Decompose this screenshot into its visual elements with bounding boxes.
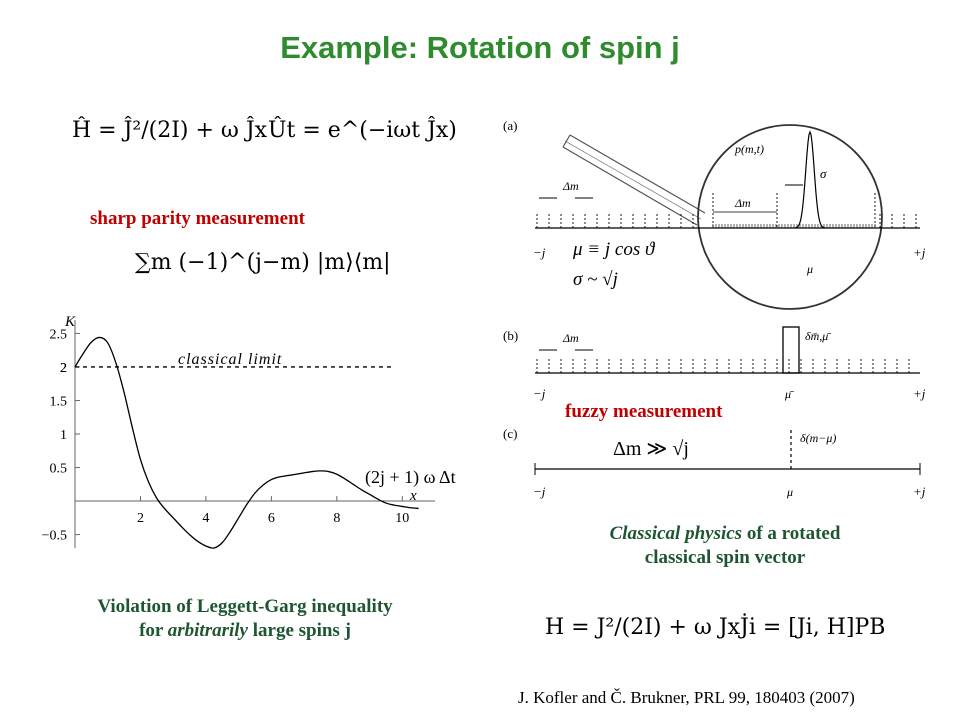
x-tick-label: 6 bbox=[268, 511, 275, 526]
ticks-a bbox=[536, 193, 917, 228]
fuzzy-condition: Δm ≫ √j bbox=[613, 438, 689, 460]
violation-caption-line2: for arbitrarily large spins j bbox=[40, 619, 450, 643]
leggett-garg-chart: −0.5 0.5 1 1.5 2 2.5 2 2 4 6 8 10 K x classical li… bbox=[42, 314, 456, 549]
page-title: Example: Rotation of spin j bbox=[280, 30, 680, 65]
y-tick-label: 2.5 bbox=[50, 327, 68, 342]
fuzzy-measurement-label: fuzzy measurement bbox=[565, 401, 723, 422]
y-axis-label: K bbox=[64, 314, 76, 330]
violation-caption: Violation of Leggett-Garg inequality for… bbox=[40, 595, 450, 643]
unitary-equation: Ût = e^(−iωt Ĵx) bbox=[268, 118, 457, 143]
classical-em: Classical physics bbox=[609, 523, 743, 544]
mu-bar-label: μ̄ bbox=[784, 387, 794, 401]
plus-j-label-a: +j bbox=[913, 245, 926, 260]
kronecker-bar bbox=[782, 326, 800, 374]
measurement-diagram: (a) −j +j Δm Δm p(m,t) σ μ μ ≡ j cos ϑ σ… bbox=[503, 118, 926, 499]
y-tick-label: −0.5 bbox=[42, 529, 67, 544]
minus-j-label-c: −j bbox=[533, 484, 546, 499]
mu-label-a: μ bbox=[806, 262, 813, 276]
panel-a: (a) −j +j Δm Δm p(m,t) σ μ μ ≡ j cos ϑ σ… bbox=[503, 118, 926, 310]
x-axis-label: x bbox=[409, 488, 417, 504]
k-curve bbox=[74, 336, 419, 549]
delta-m-label-b: Δm bbox=[562, 331, 579, 345]
magnifier-handle-mid bbox=[564, 140, 702, 220]
classical-hamiltonian-equation: H = J²/(2I) + ω Jx bbox=[545, 615, 741, 640]
reference-citation: J. Kofler and Č. Brukner, PRL 99, 180403… bbox=[518, 688, 855, 707]
x-ticks: 2 4 6 8 10 bbox=[137, 496, 409, 526]
sigma-definition: σ ~ √j bbox=[573, 269, 618, 290]
x-tick-label: 2 bbox=[137, 511, 144, 526]
dirac-delta-label: δ(m−μ) bbox=[800, 431, 836, 445]
minus-j-label-b: −j bbox=[533, 386, 546, 401]
mu-definition: μ ≡ j cos ϑ bbox=[572, 239, 656, 260]
magnifier-lens bbox=[697, 124, 883, 310]
violation-post: large spins j bbox=[247, 620, 351, 641]
magnifier-handle-bottom bbox=[562, 146, 698, 226]
quantum-hamiltonian-equation: Ĥ = Ĵ²/(2I) + ω Ĵx bbox=[72, 118, 268, 143]
magnifier-handle-top bbox=[569, 134, 706, 214]
gaussian-peak bbox=[794, 130, 826, 229]
classical-caption-line1: Classical physics of a rotated bbox=[520, 522, 930, 546]
mu-label-c: μ bbox=[786, 485, 793, 499]
sharp-measurement-label: sharp parity measurement bbox=[90, 208, 305, 229]
y-tick-label: 1 bbox=[60, 428, 67, 443]
magnifier-handle-end bbox=[562, 134, 571, 148]
classical-limit-label: classical limit bbox=[178, 351, 282, 368]
violation-em: arbitrarily bbox=[167, 620, 248, 641]
kronecker-label: δm̄,μ̄ bbox=[805, 329, 831, 343]
y-tick-label: 1.5 bbox=[50, 394, 68, 409]
panel-a-label: (a) bbox=[503, 118, 517, 133]
y-tick-label: 2 bbox=[60, 361, 67, 376]
violation-caption-line1: Violation of Leggett-Garg inequality bbox=[97, 596, 393, 617]
panel-c: (c) δ(m−μ) Δm ≫ √j −j μ +j bbox=[503, 426, 926, 499]
panel-c-label: (c) bbox=[503, 426, 517, 441]
plus-j-label-c: +j bbox=[913, 484, 926, 499]
parity-operator-equation: ∑m (−1)^(j−m) |m⟩⟨m| bbox=[135, 250, 391, 275]
panel-b: (b) δm̄,μ̄ Δm −j μ̄ +j bbox=[503, 326, 926, 401]
y-tick-label: 0.5 bbox=[50, 462, 68, 477]
x-tick-label: 4 bbox=[202, 511, 209, 526]
delta-m-label-zoom: Δm bbox=[734, 196, 751, 210]
classical-post: of a rotated bbox=[742, 523, 841, 544]
minus-j-label-a: −j bbox=[533, 245, 546, 260]
panel-b-label: (b) bbox=[503, 328, 518, 343]
plus-j-label-b: +j bbox=[913, 386, 926, 401]
violation-pre: for bbox=[139, 620, 168, 641]
classical-caption-line2: classical spin vector bbox=[644, 547, 806, 568]
x-annotation: (2j + 1) ω Δt bbox=[365, 467, 456, 488]
delta-m-label-a: Δm bbox=[562, 179, 579, 193]
x-tick-label: 8 bbox=[333, 511, 340, 526]
poisson-equation: J̇i = [Ji, H]PB bbox=[740, 615, 886, 640]
classical-caption: Classical physics of a rotated classical… bbox=[520, 522, 930, 570]
sigma-label: σ bbox=[820, 166, 827, 181]
x-tick-label: 10 bbox=[395, 511, 409, 526]
p-mt-label: p(m,t) bbox=[734, 142, 764, 156]
ticks-b bbox=[536, 359, 910, 373]
y-tick-label: 2 bbox=[60, 361, 67, 376]
y-ticks: −0.50.511.522.52 bbox=[42, 327, 80, 544]
